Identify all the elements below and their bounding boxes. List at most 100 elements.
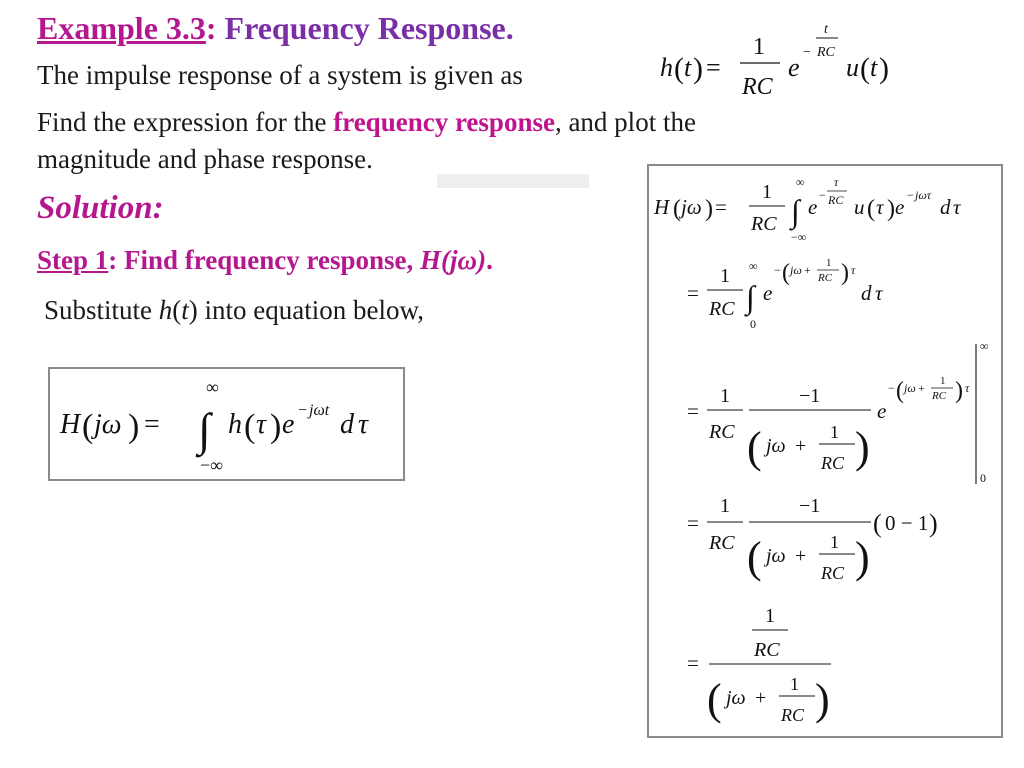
svg-text:): ) (128, 408, 139, 445)
problem-line-3: magnitude and phase response. (37, 144, 373, 174)
svg-text:): ) (855, 423, 870, 472)
svg-text:RC: RC (780, 705, 805, 725)
svg-text:1: 1 (765, 605, 775, 627)
svg-text:(: ( (747, 533, 762, 582)
svg-text:=: = (687, 651, 699, 675)
svg-text:(: ( (82, 408, 93, 445)
svg-text:−1: −1 (799, 495, 820, 517)
svg-text:RC: RC (750, 213, 777, 235)
svg-text:−: − (774, 263, 781, 277)
svg-text:): ) (955, 378, 963, 404)
svg-text:−: − (803, 45, 811, 60)
svg-text:−: − (907, 188, 914, 202)
svg-text:jω: jω (763, 435, 786, 457)
svg-text:−1: −1 (799, 385, 820, 407)
derivation-step-5: = 1 RC ( jω + 1 RC ) (687, 605, 831, 725)
svg-text:jωt: jωt (307, 402, 330, 419)
svg-text:h: h (660, 53, 673, 82)
svg-text:(: ( (860, 52, 870, 85)
svg-text:=: = (144, 409, 160, 440)
svg-text:): ) (855, 533, 870, 582)
svg-text:t: t (870, 53, 878, 82)
solution-heading: Solution: (37, 190, 164, 226)
svg-text:): ) (815, 675, 830, 724)
svg-text:τ: τ (876, 195, 885, 219)
svg-text:1: 1 (762, 181, 772, 203)
svg-text:1: 1 (720, 495, 730, 517)
svg-text:(: ( (707, 675, 722, 724)
svg-text:u: u (846, 53, 859, 82)
substitute-after: into equation below, (197, 295, 424, 325)
svg-text:(: ( (747, 423, 762, 472)
problem-line-1: The impulse response of a system is give… (37, 60, 523, 90)
svg-text:RC: RC (753, 639, 780, 661)
svg-text:jω: jω (788, 263, 802, 277)
step-separator: : (108, 245, 125, 275)
substitute-before: Substitute (44, 295, 159, 325)
svg-text:RC: RC (931, 390, 947, 402)
svg-text:RC: RC (820, 563, 845, 583)
svg-text:(: ( (674, 52, 684, 85)
svg-text:(: ( (873, 509, 882, 538)
svg-text:=: = (715, 195, 727, 219)
svg-text:RC: RC (817, 272, 833, 284)
svg-text:−: − (819, 188, 826, 202)
step-text: Find frequency response, (124, 245, 421, 275)
svg-text:jωτ: jωτ (913, 188, 932, 202)
step-symbol: H(jω) (420, 245, 487, 275)
svg-text:−∞: −∞ (200, 455, 223, 475)
svg-text:(: ( (673, 196, 681, 222)
svg-text:∫: ∫ (789, 193, 802, 231)
svg-text:1: 1 (826, 257, 832, 269)
svg-text:jω: jω (763, 545, 786, 567)
fourier-definition-equation: H ( jω ) = ∞ ∫ −∞ h ( τ ) e − jωt d τ (59, 377, 369, 475)
svg-text:τ: τ (953, 195, 962, 219)
problem-line-2: Find the expression for the frequency re… (37, 107, 696, 138)
svg-text:(: ( (867, 196, 875, 222)
fourier-definition-box: H ( jω ) = ∞ ∫ −∞ h ( τ ) e − jωt d τ (48, 367, 405, 481)
svg-text:RC: RC (708, 421, 735, 443)
derivation-equations: H ( jω ) = 1 RC ∞ ∫ −∞ e − τ RC u ( τ ) … (653, 175, 989, 725)
svg-text:τ: τ (834, 175, 839, 189)
svg-text:1: 1 (790, 674, 799, 694)
impulse-response-equation: h ( t ) = 1 RC e − t RC u ( t ) (660, 22, 889, 100)
svg-text:1: 1 (940, 375, 946, 387)
svg-text:(: ( (782, 260, 790, 286)
substitute-arg: t (181, 295, 189, 325)
svg-text:=: = (706, 53, 721, 82)
derivation-step-2: = 1 RC ∞ ∫ 0 e − ( jω + 1 RC ) τ d τ (687, 257, 884, 331)
svg-text:RC: RC (741, 74, 774, 100)
svg-text:=: = (687, 281, 699, 305)
problem-emphasis: frequency response (333, 107, 555, 137)
svg-text:0: 0 (980, 471, 986, 485)
svg-text:d: d (340, 409, 355, 440)
svg-text:0: 0 (750, 317, 756, 331)
svg-text:e: e (895, 195, 904, 219)
svg-text:jω: jω (678, 195, 702, 219)
svg-text:+: + (795, 435, 806, 457)
svg-text:1: 1 (830, 532, 839, 552)
svg-text:RC: RC (827, 193, 844, 207)
svg-text:jω: jω (91, 409, 122, 440)
svg-text:): ) (705, 196, 713, 222)
svg-text:): ) (841, 260, 849, 286)
svg-text:−: − (298, 402, 307, 419)
svg-text:=: = (687, 511, 699, 535)
svg-text:−: − (888, 381, 895, 395)
svg-text:(: ( (244, 408, 255, 445)
svg-text:e: e (763, 281, 772, 305)
substitute-fn: h (158, 295, 173, 325)
svg-text:∞: ∞ (749, 259, 758, 273)
svg-text:0 − 1: 0 − 1 (885, 511, 928, 535)
svg-text:1: 1 (720, 385, 730, 407)
svg-text:+: + (795, 545, 806, 567)
derivation-step-3: = 1 RC −1 ( jω + 1 RC ) e − ( jω + 1 RC … (687, 339, 989, 485)
step-end: . (486, 245, 493, 275)
svg-text:+: + (755, 687, 766, 709)
step-label: Step 1 (37, 245, 109, 275)
example-number: Example 3.3 (37, 10, 206, 46)
svg-text:RC: RC (820, 453, 845, 473)
problem-line-2-start: Find the expression for the (37, 107, 334, 137)
svg-text:−∞: −∞ (791, 230, 806, 244)
svg-text:1: 1 (753, 34, 765, 60)
